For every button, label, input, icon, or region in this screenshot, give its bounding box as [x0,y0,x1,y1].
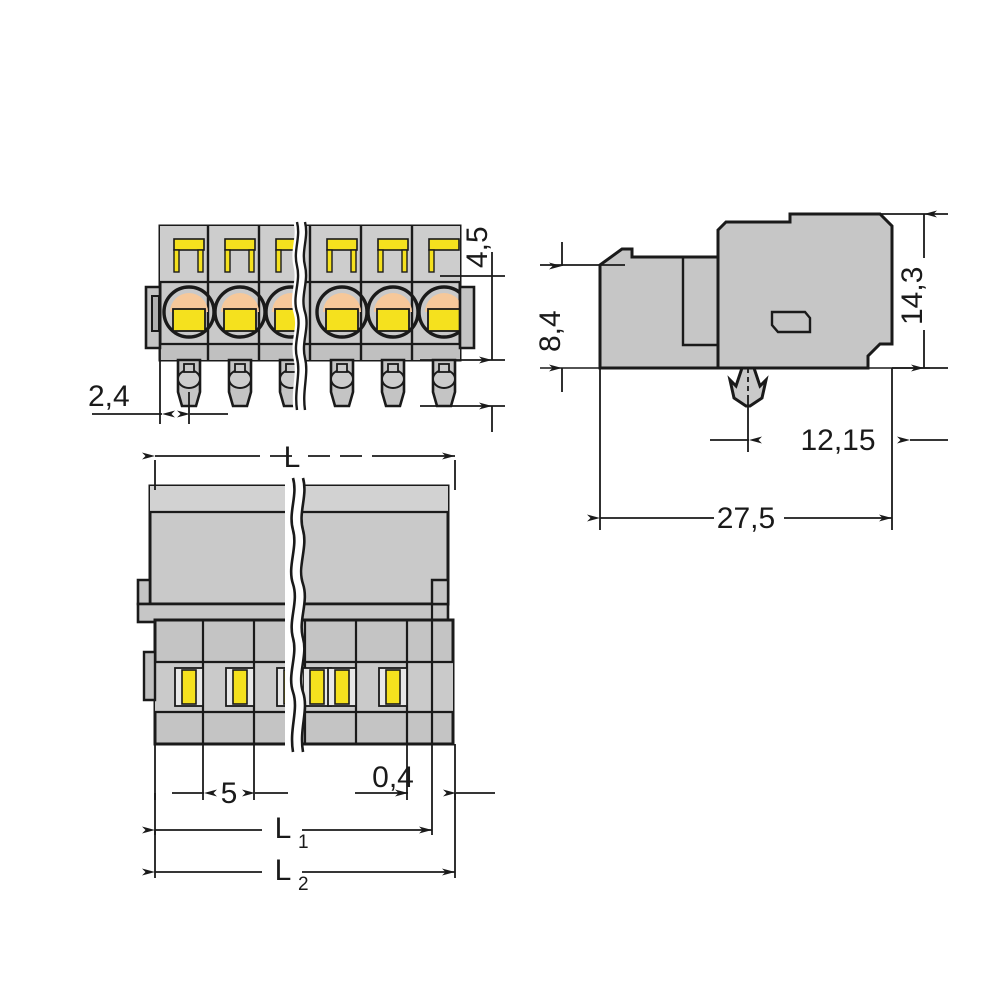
front-view-right-half [302,224,476,408]
dim-L1-label: L [275,812,292,845]
dim-L2-label: L [275,854,292,887]
bottom-pin-slots-right [303,667,408,707]
dim-4-5-group: 4,5 [420,226,505,364]
dim-4-5-lower-tick [420,402,505,432]
front-pins-right [329,358,457,408]
dim-L1-group: L 1 [142,744,433,853]
dim-2-4-group: 2,4 [88,348,228,424]
dim-0-4-group: 0,4 [355,744,495,800]
dim-27-5-label: 27,5 [717,502,775,535]
dim-8-4-group: 8,4 [534,242,625,392]
bottom-view-group [136,476,455,754]
bottom-pin-slots-left [174,667,285,707]
dim-5-label: 5 [221,777,238,810]
break-line-bottom-a [289,477,297,753]
break-line-front-a [294,221,300,411]
front-clamp-bars-left [173,238,296,273]
dim-27-5-group: 27,5 [587,368,893,535]
dim-8-4-label: 8,4 [534,310,567,352]
dim-4-5-label: 4,5 [461,226,494,268]
side-view-group [540,212,930,408]
dim-12-15-label: 12,15 [800,424,875,457]
dim-L-label: L [284,441,301,474]
front-view-left-half [144,224,296,408]
side-view-snap-fit-clip [727,366,769,408]
front-conductor-entries-right [315,285,471,339]
bottom-view-left-half [136,484,285,746]
dim-14-3-group: 14,3 [868,210,948,372]
dim-12-15-group: 12,15 [710,400,948,457]
side-view-keying-window [770,310,812,334]
front-conductor-entries-left [162,285,296,339]
side-view-upper-body [716,212,894,370]
front-pins-left [176,358,296,408]
dim-L-group: L [142,441,456,490]
side-view-lower-body [598,247,720,370]
break-line-bottom-b [299,477,307,753]
side-view-inner-step [681,257,718,347]
front-clamp-bars-right [326,238,460,273]
dim-2-4-label: 2,4 [88,380,130,413]
dim-0-4-label: 0,4 [372,761,414,794]
dim-5-group: 5 [154,744,288,810]
break-line-front-mask [291,220,307,411]
front-view-group [144,220,476,411]
break-line-front-b [302,221,308,411]
dim-L1-subscript: 1 [298,832,309,853]
dim-L2-group: L 2 [142,793,456,895]
bottom-view-right-half [303,484,455,746]
break-line-bottom-mask [287,476,305,754]
dim-14-3-label: 14,3 [896,267,929,325]
dim-L2-subscript: 2 [298,874,309,895]
